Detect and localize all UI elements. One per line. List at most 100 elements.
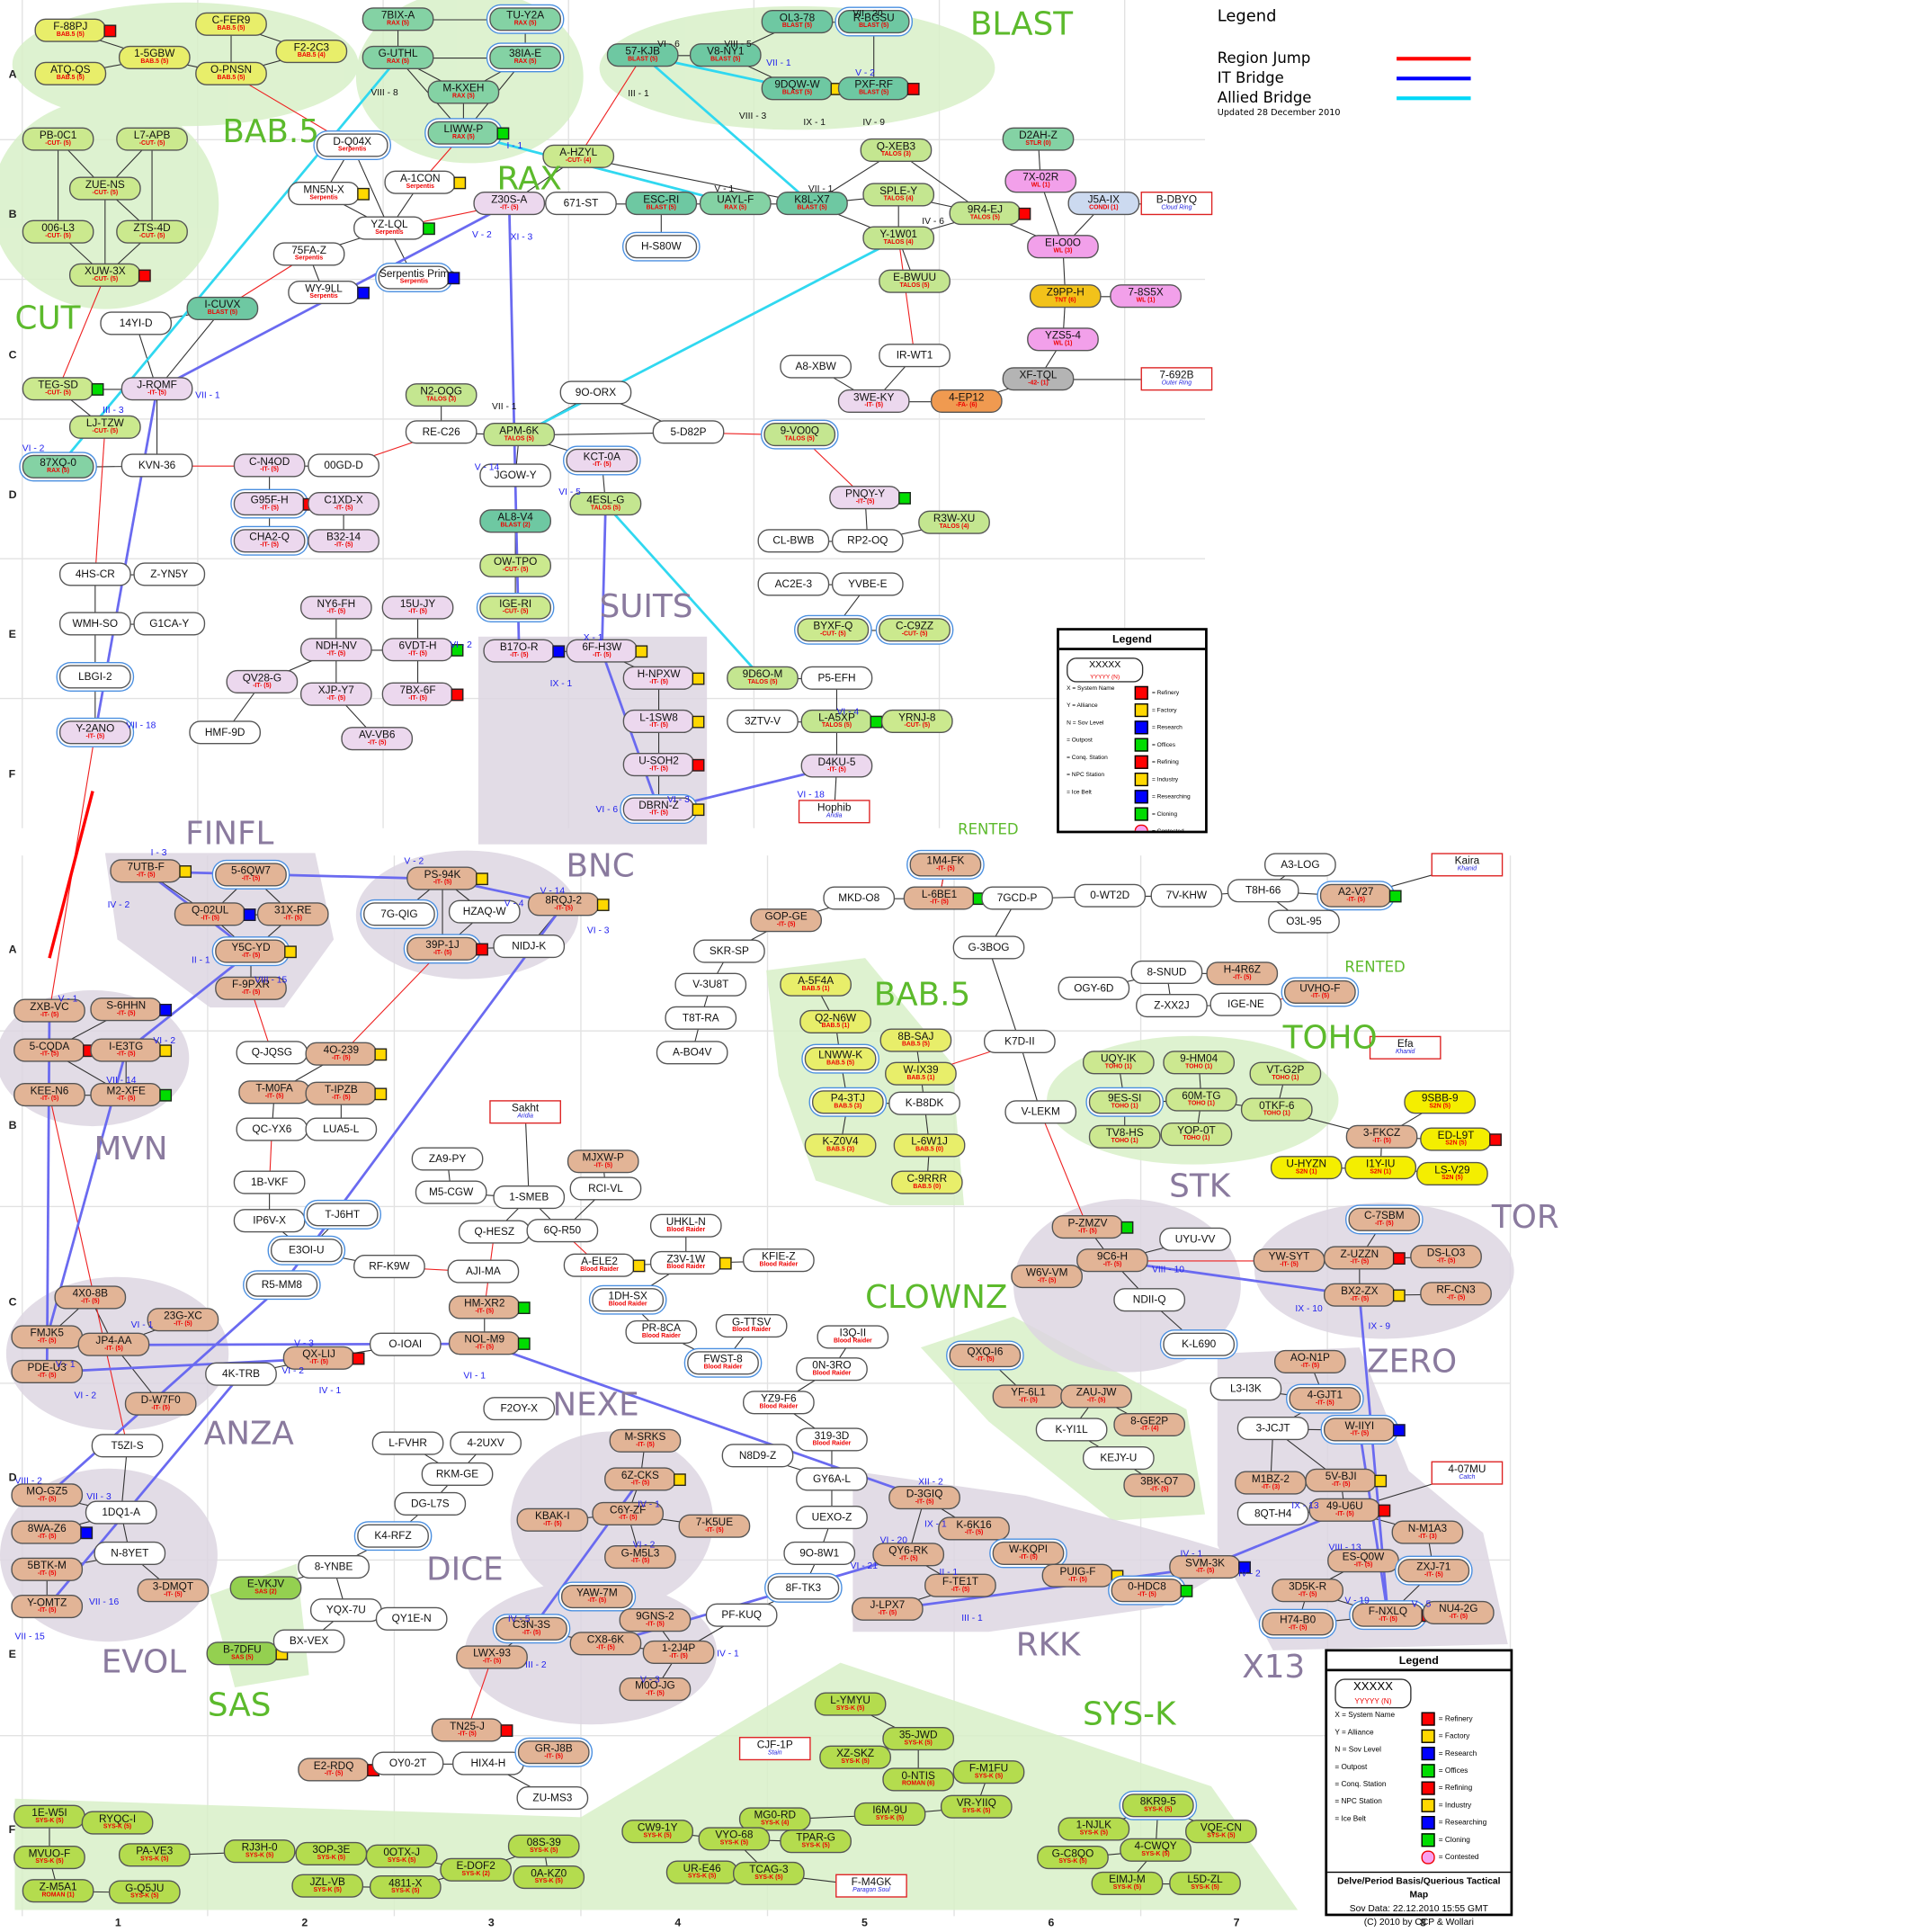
system-node[interactable]: C-7SBM-IT- (5) xyxy=(1348,1207,1421,1231)
system-node[interactable]: DG-L7S xyxy=(394,1491,467,1516)
system-node[interactable]: CL-BWB xyxy=(757,529,830,553)
system-node[interactable]: N-8YET xyxy=(94,1541,166,1565)
system-node[interactable]: HZAQ-W xyxy=(448,899,521,924)
system-node[interactable]: ZTS-4D-CUT- (5) xyxy=(116,219,188,244)
system-node[interactable]: G1CA-Y xyxy=(133,612,206,636)
system-node[interactable]: G-M5L3-IT- (5) xyxy=(604,1545,676,1570)
system-node[interactable]: NDII-Q xyxy=(1113,1288,1186,1312)
system-node[interactable]: PNQY-Y-IT- (5) xyxy=(829,486,911,510)
system-node[interactable]: 1DQ1-A xyxy=(85,1500,157,1525)
system-node[interactable]: QX-LIJ-IT- (5) xyxy=(282,1346,365,1370)
system-node[interactable]: 9C6-H-IT- (5) xyxy=(1076,1248,1148,1273)
system-node[interactable]: IP6V-X xyxy=(233,1209,306,1233)
system-node[interactable]: 5V-BJI-IT- (5) xyxy=(1305,1468,1388,1492)
system-node[interactable]: 4X0-8B-IT- (5) xyxy=(54,1285,127,1310)
system-node[interactable]: LUA5-L xyxy=(305,1117,378,1141)
system-node[interactable]: 49-U6U-IT- (5) xyxy=(1308,1498,1391,1522)
system-node[interactable]: DBRN-Z-IT- (5) xyxy=(622,797,705,821)
system-node[interactable]: G95F-H-IT- (5) xyxy=(233,492,316,516)
system-node[interactable]: P5-EFH xyxy=(800,666,873,690)
system-node[interactable]: K-B8DK xyxy=(888,1091,960,1115)
system-node[interactable]: UVHO-F-IT- (5) xyxy=(1284,979,1356,1005)
system-node[interactable]: RCI-VL xyxy=(569,1176,642,1201)
system-node[interactable]: 7BX-6F-IT- (5) xyxy=(381,682,464,706)
system-node[interactable]: 3-FKCZ-IT- (5) xyxy=(1345,1124,1418,1149)
system-node[interactable]: YW-SYT-IT- (5) xyxy=(1253,1248,1326,1273)
system-node[interactable]: IGE-NE xyxy=(1209,992,1282,1016)
system-node[interactable]: F2OY-X xyxy=(483,1397,556,1421)
system-node[interactable]: 23G-XC-IT- (5) xyxy=(147,1308,219,1332)
system-node[interactable]: B32-14-IT- (5) xyxy=(308,529,379,553)
system-node[interactable]: JP4-AA-IT- (5) xyxy=(77,1332,150,1356)
system-node[interactable]: IR-WT1 xyxy=(879,344,951,368)
system-node[interactable]: RE-C26 xyxy=(405,420,478,444)
system-node[interactable]: KBAK-I-IT- (5) xyxy=(516,1507,589,1532)
system-node[interactable]: 671-ST xyxy=(545,192,617,216)
system-node[interactable]: Q-JQSG xyxy=(236,1041,308,1065)
system-node[interactable]: MKD-O8 xyxy=(823,886,896,910)
system-node[interactable]: K7D-II xyxy=(984,1029,1056,1053)
system-node[interactable]: Y-2ANO-IT- (5) xyxy=(58,720,131,745)
system-node[interactable]: SVM-3K-IT- (5) xyxy=(1169,1554,1251,1579)
system-node[interactable]: A8-XBW xyxy=(780,354,852,379)
system-node[interactable]: 8-YNBE xyxy=(298,1554,370,1579)
system-node[interactable]: ZUE-NS-CUT- (5) xyxy=(68,176,141,201)
system-node[interactable]: FMJK5-IT- (5) xyxy=(11,1325,84,1349)
system-node[interactable]: QC-YX6 xyxy=(236,1117,308,1141)
system-node[interactable]: 4-EP12-FA- (6) xyxy=(930,389,1003,414)
system-node[interactable]: 4-2UXV xyxy=(450,1431,522,1455)
system-node[interactable]: AC2E-3 xyxy=(757,572,830,596)
system-node[interactable]: PUIG-F-IT- (5) xyxy=(1041,1563,1124,1588)
system-node[interactable]: G-3BOG xyxy=(952,935,1025,960)
system-node[interactable]: PDE-U3-IT- (5) xyxy=(11,1359,84,1383)
system-node[interactable]: 8F-TK3 xyxy=(767,1576,840,1600)
system-node[interactable]: P-ZMZV-IT- (5) xyxy=(1051,1215,1134,1239)
system-node[interactable]: AJI-MA xyxy=(447,1259,520,1284)
system-node[interactable]: L-FVHR xyxy=(371,1431,444,1455)
system-node[interactable]: 3D5K-R-IT- (5) xyxy=(1272,1579,1343,1603)
system-node[interactable]: JGOW-Y xyxy=(479,463,551,487)
system-node[interactable]: 31X-RE-IT- (5) xyxy=(256,902,329,926)
system-node[interactable]: CHA2-Q-IT- (5) xyxy=(233,529,306,553)
system-node[interactable]: NOL-M9-IT- (5) xyxy=(448,1331,531,1355)
system-node[interactable]: F-9PXR-IT- (5) xyxy=(215,976,287,1000)
